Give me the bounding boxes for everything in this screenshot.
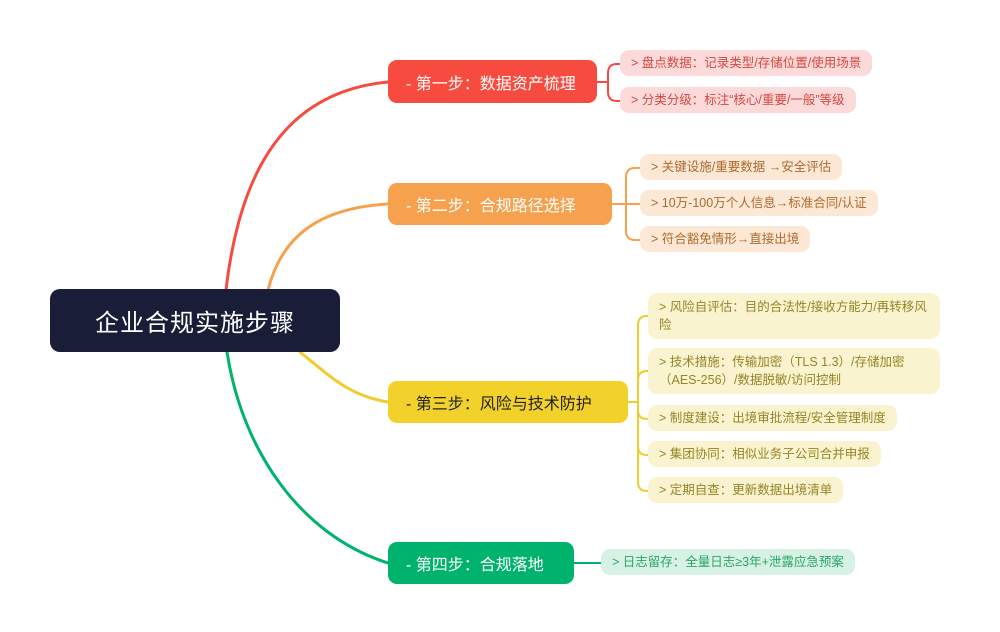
edge-step1-child1	[607, 63, 620, 82]
edge-step3-child3	[637, 402, 648, 420]
edge-central-step2	[266, 202, 390, 292]
child-node-step2-1[interactable]: > 关键设施/重要数据 →安全评估	[640, 154, 843, 181]
child-label: > 技术措施：传输加密（TLS 1.3）/存储加密（AES-256）/数据脱敏/…	[659, 354, 905, 387]
child-label: > 盘点数据：记录类型/存储位置/使用场景	[631, 56, 862, 70]
branch-node-step2[interactable]: - 第二步：合规路径选择	[388, 183, 612, 225]
central-topic-node[interactable]: 企业合规实施步骤	[50, 289, 340, 352]
edge-step2-child3	[625, 204, 640, 241]
edge-step3-child1	[637, 315, 648, 402]
child-label: > 符合豁免情形→直接出境	[651, 232, 800, 246]
child-node-step1-2[interactable]: > 分类分级：标注“核心/重要/一般”等级	[620, 87, 856, 114]
child-node-step3-1[interactable]: > 风险自评估：目的合法性/接收方能力/再转移风险	[648, 293, 940, 339]
child-node-step4-1[interactable]: > 日志留存：全量日志≥3年+泄露应急预案	[601, 549, 855, 576]
child-node-step3-4[interactable]: > 集团协同：相似业务子公司合并申报	[648, 441, 881, 468]
edge-central-step4	[225, 350, 390, 565]
branch-label-step3: - 第三步：风险与技术防护	[406, 396, 592, 413]
child-label: > 分类分级：标注“核心/重要/一般”等级	[631, 93, 845, 107]
child-node-step2-3[interactable]: > 符合豁免情形→直接出境	[640, 226, 811, 253]
child-label: > 集团协同：相似业务子公司合并申报	[659, 447, 870, 461]
edge-step3-child4	[637, 402, 648, 456]
edge-central-step3	[298, 350, 390, 404]
edge-central-step1	[224, 80, 390, 292]
child-node-step3-5[interactable]: > 定期自查：更新数据出境清单	[648, 477, 844, 504]
child-label: > 10万-100万个人信息→标准合同/认证	[651, 196, 867, 210]
child-node-step1-1[interactable]: > 盘点数据：记录类型/存储位置/使用场景	[620, 50, 873, 77]
child-label: > 定期自查：更新数据出境清单	[659, 483, 833, 497]
child-label: > 制度建设：出境审批流程/安全管理制度	[659, 411, 886, 425]
branch-label-step4: - 第四步：合规落地	[406, 557, 544, 574]
child-label: > 关键设施/重要数据 →安全评估	[651, 160, 832, 174]
central-topic-label: 企业合规实施步骤	[95, 310, 295, 337]
edge-step3-child5	[637, 402, 648, 492]
child-node-step3-2[interactable]: > 技术措施：传输加密（TLS 1.3）/存储加密（AES-256）/数据脱敏/…	[648, 348, 940, 394]
edge-step3-child2	[637, 370, 648, 402]
child-label: > 风险自评估：目的合法性/接收方能力/再转移风险	[659, 299, 927, 332]
edge-step1-child2	[607, 82, 620, 102]
edge-step2-child1	[625, 167, 640, 204]
child-label: > 日志留存：全量日志≥3年+泄露应急预案	[612, 555, 844, 569]
child-node-step3-3[interactable]: > 制度建设：出境审批流程/安全管理制度	[648, 405, 897, 432]
branch-node-step3[interactable]: - 第三步：风险与技术防护	[388, 381, 628, 423]
child-node-step2-2[interactable]: > 10万-100万个人信息→标准合同/认证	[640, 190, 878, 217]
branch-node-step1[interactable]: - 第一步：数据资产梳理	[388, 60, 597, 103]
branch-label-step2: - 第二步：合规路径选择	[406, 198, 576, 215]
branch-node-step4[interactable]: - 第四步：合规落地	[388, 542, 574, 584]
branch-label-step1: - 第一步：数据资产梳理	[406, 75, 576, 93]
